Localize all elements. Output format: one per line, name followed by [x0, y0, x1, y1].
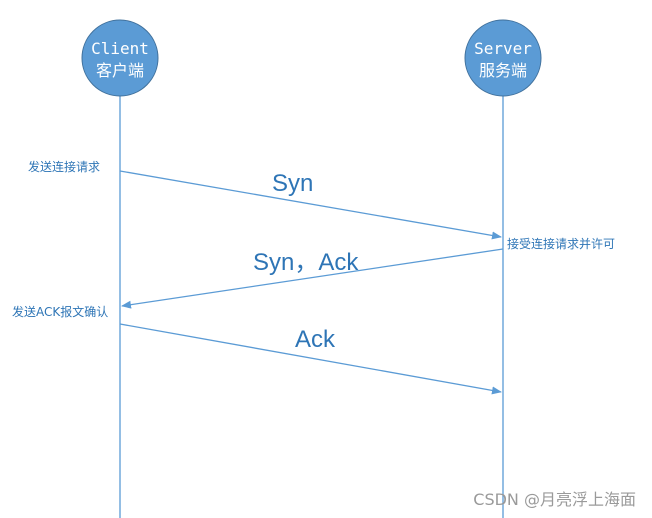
syn-arrow — [119, 170, 502, 240]
client-name-cn: 客户端 — [96, 61, 144, 80]
server-node: Server 服务端 — [464, 19, 542, 97]
client-node: Client 客户端 — [81, 19, 159, 97]
server-circle — [464, 19, 542, 97]
server-name-cn: 服务端 — [479, 61, 527, 80]
ack-label: Ack — [295, 326, 336, 353]
server-name: Server — [474, 39, 532, 58]
ack-arrow — [119, 323, 502, 395]
syn-ack-label: Syn，Ack — [253, 249, 359, 276]
syn-label: Syn — [272, 170, 313, 197]
client-ack-confirm-note: 发送ACK报文确认 — [12, 304, 108, 319]
client-circle — [81, 19, 159, 97]
client-send-request-note: 发送连接请求 — [28, 159, 100, 174]
syn-ack-arrow — [121, 248, 504, 309]
watermark: CSDN @月亮浮上海面 — [473, 490, 636, 509]
client-name: Client — [91, 39, 149, 58]
server-accept-note: 接受连接请求并许可 — [507, 236, 615, 251]
